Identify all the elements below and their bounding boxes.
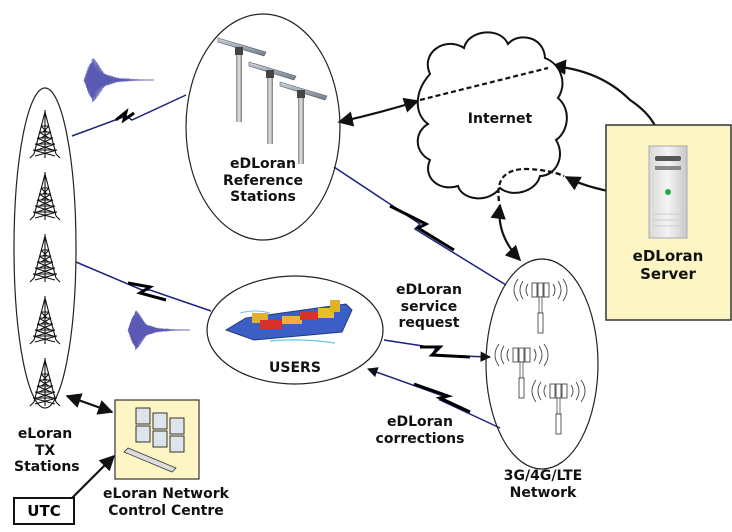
corrections-label: eDLoran corrections [372, 414, 468, 447]
internet-label: Internet [467, 111, 533, 127]
users-ellipse[interactable] [206, 275, 384, 385]
radio-link-reference-to-cellular [333, 166, 507, 286]
service-request-label: eDLoran service request [395, 282, 463, 332]
label-line: eDLoran [230, 156, 296, 172]
label-line: eLoran [17, 426, 73, 442]
cell-tower-icon [494, 343, 549, 399]
reference-antennas [217, 37, 328, 164]
label-line: service [400, 298, 458, 315]
reference-stations-label: eDLoran Reference Stations [215, 156, 311, 206]
label-line: request [398, 315, 460, 332]
lattice-tower-icon [29, 234, 61, 283]
link-reference-to-internet [337, 97, 420, 127]
label-line: eDLoran [387, 414, 453, 430]
label-line: Network [509, 484, 577, 501]
reference-antenna-icon [217, 37, 267, 122]
label-line: eLoran Network [103, 486, 229, 502]
radio-link-tx-to-users [75, 261, 212, 312]
reference-stations-ellipse[interactable] [185, 13, 341, 241]
ship-icon [224, 300, 353, 344]
lattice-tower-icon [29, 172, 61, 221]
label-line: Stations [14, 459, 80, 476]
tx-stations-ellipse[interactable] [13, 87, 77, 409]
link-utc-to-control-centre [71, 454, 116, 499]
label-line: corrections [375, 430, 465, 447]
utc-box[interactable]: UTC [13, 497, 75, 525]
label-line: 3G/4G/LTE [503, 468, 583, 484]
internet-cloud[interactable] [416, 31, 568, 200]
tx-towers [29, 110, 61, 407]
reference-antenna-icon [279, 81, 328, 164]
users-label: USERS [269, 360, 321, 376]
server-label: eDLoran Server [620, 247, 716, 283]
link-tx-to-control-centre [65, 393, 114, 415]
cell-tower-icon [531, 379, 586, 435]
label-line: Server [640, 264, 696, 283]
tx-stations-label: eLoran TX Stations [14, 426, 80, 476]
server-icon [648, 145, 688, 239]
link-internet-to-cellular [490, 203, 522, 262]
reference-antenna-icon [248, 61, 297, 144]
cell-towers [494, 278, 586, 435]
control-centre-label: eLoran Network Control Centre [96, 486, 236, 519]
radio-link-corrections [367, 367, 501, 429]
lattice-tower-icon [29, 110, 61, 159]
label-line: eDLoran [396, 282, 462, 298]
label-line: TX [34, 442, 56, 459]
lattice-tower-icon [29, 296, 61, 345]
lattice-tower-icon [29, 358, 61, 407]
cellular-network-ellipse[interactable] [485, 258, 599, 470]
label-line: Stations [230, 189, 296, 206]
label-line: Reference [222, 172, 304, 189]
cell-tower-icon [513, 278, 568, 334]
label-line: eDLoran [632, 247, 704, 265]
label-line: Control Centre [108, 502, 224, 519]
radio-link-tx-to-reference [71, 94, 187, 137]
cellular-network-label: 3G/4G/LTE Network [496, 468, 590, 501]
waveform-icon [83, 58, 155, 103]
monitor-wall-icon [123, 407, 185, 473]
waveform-icon [127, 310, 191, 350]
radio-link-service-request [383, 339, 492, 362]
